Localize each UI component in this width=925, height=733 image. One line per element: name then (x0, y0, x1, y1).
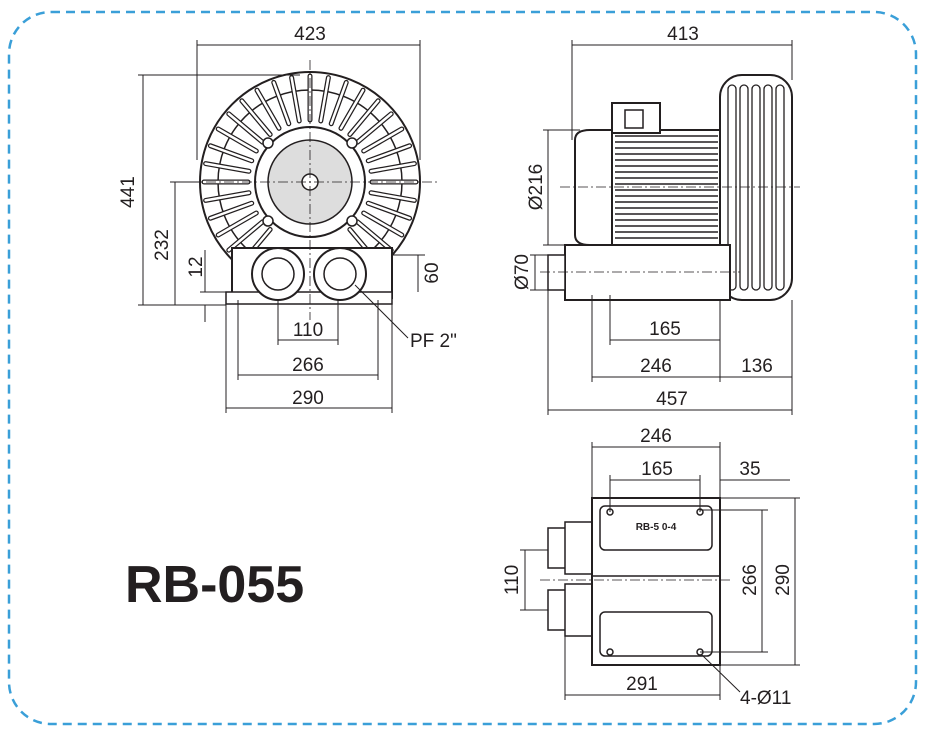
dim-motor-dia: Ø216 (526, 164, 547, 210)
dim-pipe-dia: Ø70 (512, 254, 533, 290)
dim-side-base-length: 246 (640, 356, 672, 377)
housing-rib (727, 84, 737, 291)
dim-side-width: 413 (667, 24, 699, 45)
dim-port-spacing: 110 (293, 320, 323, 341)
model-title: RB-055 (125, 556, 304, 614)
dim-mount-outer: 290 (292, 388, 324, 409)
dim-body-length: 291 (626, 674, 658, 695)
side-view (530, 40, 800, 415)
dim-top-mount-outer: 290 (773, 564, 794, 596)
dim-top-hole-spacing: 165 (641, 459, 673, 480)
dim-center-height: 232 (152, 229, 173, 261)
dashed-border (7, 10, 918, 726)
housing-rib (739, 84, 749, 291)
dim-edge-offset: 35 (739, 459, 760, 480)
front-view (138, 40, 440, 413)
nameplate-text: RB-5 0-4 (636, 522, 677, 533)
dim-base-offset: 12 (186, 256, 207, 277)
housing-rib (751, 84, 761, 291)
dim-front-height: 441 (118, 176, 139, 208)
dim-blower-depth: 136 (741, 356, 773, 377)
dim-side-hole-spacing: 165 (649, 319, 681, 340)
dim-front-width: 423 (294, 24, 326, 45)
dim-mount-inner: 266 (292, 355, 324, 376)
top-view (520, 442, 800, 700)
port-label: PF 2" (410, 331, 457, 352)
holes-label: 4-Ø11 (740, 688, 791, 709)
dim-outlet-height: 60 (422, 262, 443, 283)
dim-total-length: 457 (656, 389, 688, 410)
housing-rib (775, 84, 785, 291)
dim-top-base-length: 246 (640, 426, 672, 447)
housing-rib (763, 84, 773, 291)
dim-top-mount-inner: 266 (740, 564, 761, 596)
dim-top-port-spacing: 110 (502, 565, 523, 595)
